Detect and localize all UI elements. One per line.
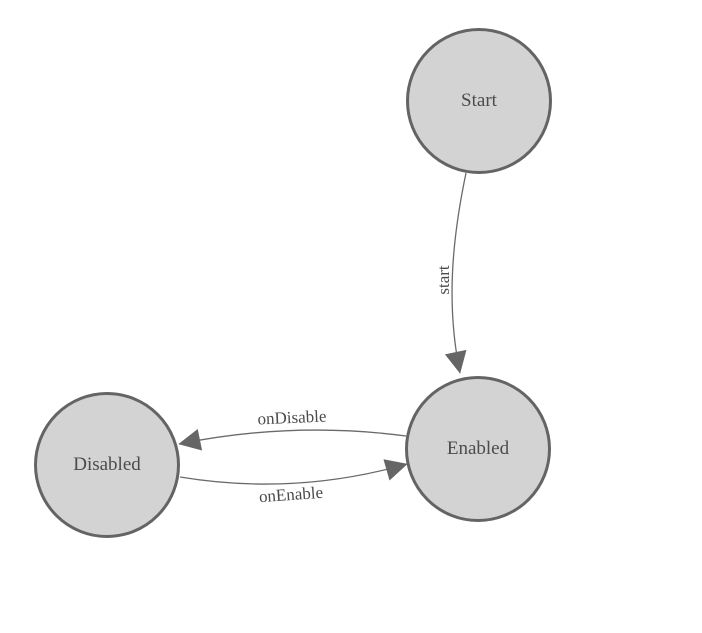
edge-start-to-enabled <box>444 172 467 374</box>
state-node-enabled-label: Enabled <box>446 438 510 459</box>
edge-label-ondisable: onDisable <box>257 406 327 429</box>
state-node-enabled[interactable]: Enabled <box>405 376 551 522</box>
edge-enabled-to-disabled <box>178 428 407 451</box>
state-node-start[interactable]: Start <box>406 28 552 174</box>
state-node-disabled-label: Disabled <box>73 454 141 475</box>
state-node-start-label: Start <box>461 90 497 111</box>
state-node-disabled[interactable]: Disabled <box>34 392 180 538</box>
edge-label-start: start <box>434 265 453 295</box>
edge-label-onenable: onEnable <box>258 482 324 507</box>
edge-disabled-to-enabled <box>179 459 408 485</box>
